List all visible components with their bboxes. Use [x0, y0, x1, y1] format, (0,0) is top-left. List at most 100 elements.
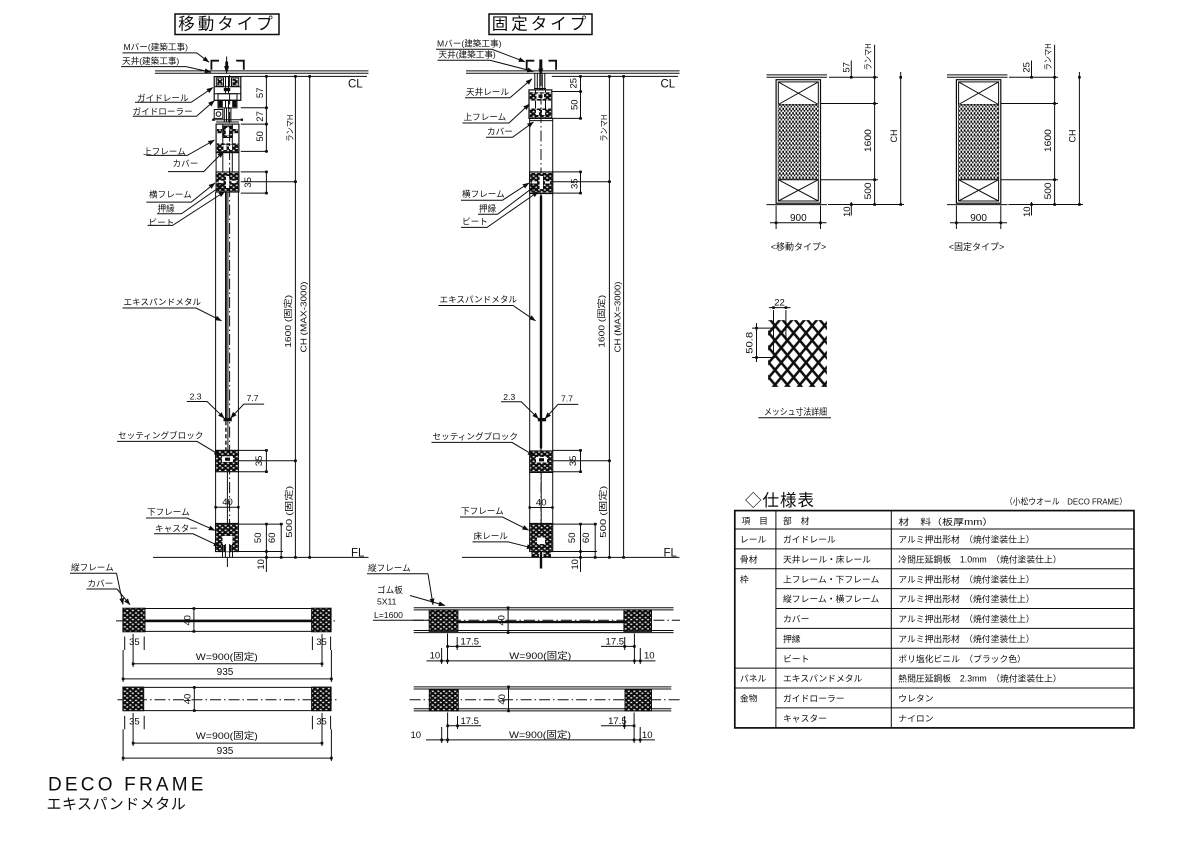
svg-text:W=900(固定): W=900(固定) — [509, 650, 571, 662]
svg-text:移動タイプ: 移動タイプ — [178, 15, 276, 34]
svg-text:10: 10 — [842, 206, 853, 217]
svg-text:天井レール・床レール: 天井レール・床レール — [783, 553, 871, 564]
svg-text:10: 10 — [411, 730, 422, 741]
svg-text:7.7: 7.7 — [247, 393, 259, 403]
svg-text:ランマH: ランマH — [599, 115, 609, 142]
svg-text:横フレーム: 横フレーム — [149, 189, 192, 200]
svg-text:ビート: ビート — [149, 218, 175, 228]
svg-text:CH (MAX-3000): CH (MAX-3000) — [298, 281, 308, 352]
svg-text:枠: 枠 — [740, 573, 749, 584]
svg-text:アルミ押出形材 （焼付塗装仕上）: アルミ押出形材 （焼付塗装仕上） — [898, 573, 1034, 584]
svg-text:CL: CL — [348, 79, 363, 91]
svg-text:L=1600: L=1600 — [374, 610, 403, 620]
svg-text:ガイドレール: ガイドレール — [783, 535, 836, 545]
svg-text:アルミ押出形材 （焼付塗装仕上）: アルミ押出形材 （焼付塗装仕上） — [898, 593, 1034, 604]
svg-text:CH: CH — [889, 130, 899, 143]
svg-text:500 (固定): 500 (固定) — [597, 486, 608, 538]
svg-text:セッティングブロック: セッティングブロック — [118, 430, 203, 441]
svg-text:部 材: 部 材 — [783, 515, 810, 526]
svg-text:27: 27 — [255, 111, 266, 122]
svg-text:50.8: 50.8 — [745, 332, 756, 354]
svg-text:アルミ押出形材 （焼付塗装仕上）: アルミ押出形材 （焼付塗装仕上） — [898, 633, 1034, 644]
svg-text:DECO FRAME: DECO FRAME — [48, 775, 207, 796]
svg-text:7.7: 7.7 — [561, 394, 573, 404]
svg-text:下フレーム: 下フレーム — [147, 507, 190, 517]
svg-text:500 (固定): 500 (固定) — [283, 486, 294, 538]
svg-text:22: 22 — [774, 297, 785, 308]
svg-text:35: 35 — [568, 456, 579, 467]
svg-text:40: 40 — [497, 694, 508, 705]
svg-text:エキスパンドメタル: エキスパンドメタル — [440, 295, 518, 305]
svg-text:40: 40 — [222, 497, 233, 508]
svg-text:35: 35 — [254, 456, 265, 467]
svg-text:天井(建築工事): 天井(建築工事) — [122, 55, 179, 66]
svg-text:縦フレーム: 縦フレーム — [368, 562, 411, 573]
svg-text:900: 900 — [790, 213, 807, 224]
svg-text:<固定タイプ>: <固定タイプ> — [949, 241, 1005, 252]
svg-text:押縁: 押縁 — [158, 203, 176, 214]
svg-text:10: 10 — [570, 559, 581, 570]
svg-text:17.5: 17.5 — [460, 716, 479, 727]
svg-text:カバー: カバー — [783, 614, 809, 624]
svg-text:57: 57 — [255, 88, 266, 99]
svg-text:935: 935 — [217, 746, 234, 757]
svg-text:ガイドレール: ガイドレール — [137, 93, 189, 103]
svg-text:キャスター: キャスター — [155, 524, 198, 534]
svg-text:35: 35 — [129, 717, 140, 728]
svg-text:2.3: 2.3 — [190, 392, 202, 402]
svg-text:ナイロン: ナイロン — [898, 713, 933, 723]
svg-text:35: 35 — [129, 637, 140, 648]
svg-text:2.3: 2.3 — [503, 392, 515, 402]
svg-text:5X11: 5X11 — [377, 597, 397, 607]
svg-text:50: 50 — [569, 99, 580, 110]
svg-text:1600: 1600 — [1043, 129, 1054, 152]
svg-text:W=900(固定): W=900(固定) — [196, 730, 258, 742]
svg-text:10: 10 — [644, 650, 655, 661]
svg-text:60: 60 — [581, 533, 592, 544]
svg-text:ランマH: ランマH — [285, 115, 295, 142]
svg-text:骨材: 骨材 — [740, 553, 758, 564]
svg-text:1600 (固定): 1600 (固定) — [596, 295, 607, 348]
svg-text:40: 40 — [183, 694, 194, 705]
svg-text:◇仕様表: ◇仕様表 — [745, 491, 815, 510]
svg-text:60: 60 — [267, 533, 278, 544]
svg-text:ランマH: ランマH — [1043, 44, 1053, 71]
svg-text:40: 40 — [497, 615, 508, 626]
svg-text:35: 35 — [569, 178, 580, 189]
svg-text:Mバー(建築工事): Mバー(建築工事) — [124, 41, 189, 52]
svg-text:W=900(固定): W=900(固定) — [196, 651, 258, 663]
svg-text:40: 40 — [182, 615, 193, 626]
svg-text:900: 900 — [970, 213, 987, 224]
svg-text:17.5: 17.5 — [606, 637, 625, 648]
svg-text:50: 50 — [567, 533, 578, 544]
svg-text:Mバー(建築工事): Mバー(建築工事) — [437, 38, 502, 49]
svg-text:（小松ウオール DECO FRAME）: （小松ウオール DECO FRAME） — [1005, 496, 1127, 507]
svg-text:パネル: パネル — [740, 674, 767, 684]
svg-text:FL: FL — [664, 548, 678, 560]
svg-text:17.5: 17.5 — [608, 716, 627, 727]
svg-text:25: 25 — [1022, 62, 1033, 73]
svg-text:CH: CH — [1068, 130, 1078, 143]
svg-text:カバー: カバー — [173, 159, 199, 169]
svg-text:ビート: ビート — [783, 654, 809, 664]
svg-text:セッティングブロック: セッティングブロック — [433, 431, 518, 442]
svg-text:35: 35 — [243, 177, 254, 188]
svg-text:カバー: カバー — [88, 578, 114, 588]
svg-text:25: 25 — [568, 78, 579, 89]
svg-text:エキスパンドメタル: エキスパンドメタル — [47, 796, 187, 813]
svg-text:天井レール: 天井レール — [466, 86, 509, 97]
svg-text:ガイドローラー: ガイドローラー — [783, 694, 845, 704]
svg-text:下フレーム: 下フレーム — [461, 506, 504, 516]
svg-text:メッシュ寸法詳細: メッシュ寸法詳細 — [764, 406, 827, 417]
svg-text:冷間圧延鋼板 1.0mm （焼付塗装仕上）: 冷間圧延鋼板 1.0mm （焼付塗装仕上） — [898, 553, 1061, 564]
svg-text:50: 50 — [255, 131, 266, 142]
svg-text:天井(建築工事): 天井(建築工事) — [439, 49, 496, 60]
svg-text:熱間圧延鋼板 2.3mm （焼付塗装仕上）: 熱間圧延鋼板 2.3mm （焼付塗装仕上） — [898, 673, 1061, 684]
svg-text:CH (MAX=3000): CH (MAX=3000) — [613, 281, 623, 352]
svg-text:エキスパンドメタル: エキスパンドメタル — [783, 674, 863, 684]
svg-text:上フレーム: 上フレーム — [464, 112, 507, 122]
svg-text:500: 500 — [1043, 182, 1054, 199]
svg-text:縦フレーム・横フレーム: 縦フレーム・横フレーム — [783, 593, 879, 604]
svg-text:1600: 1600 — [863, 129, 874, 152]
svg-text:カバー: カバー — [487, 127, 513, 137]
